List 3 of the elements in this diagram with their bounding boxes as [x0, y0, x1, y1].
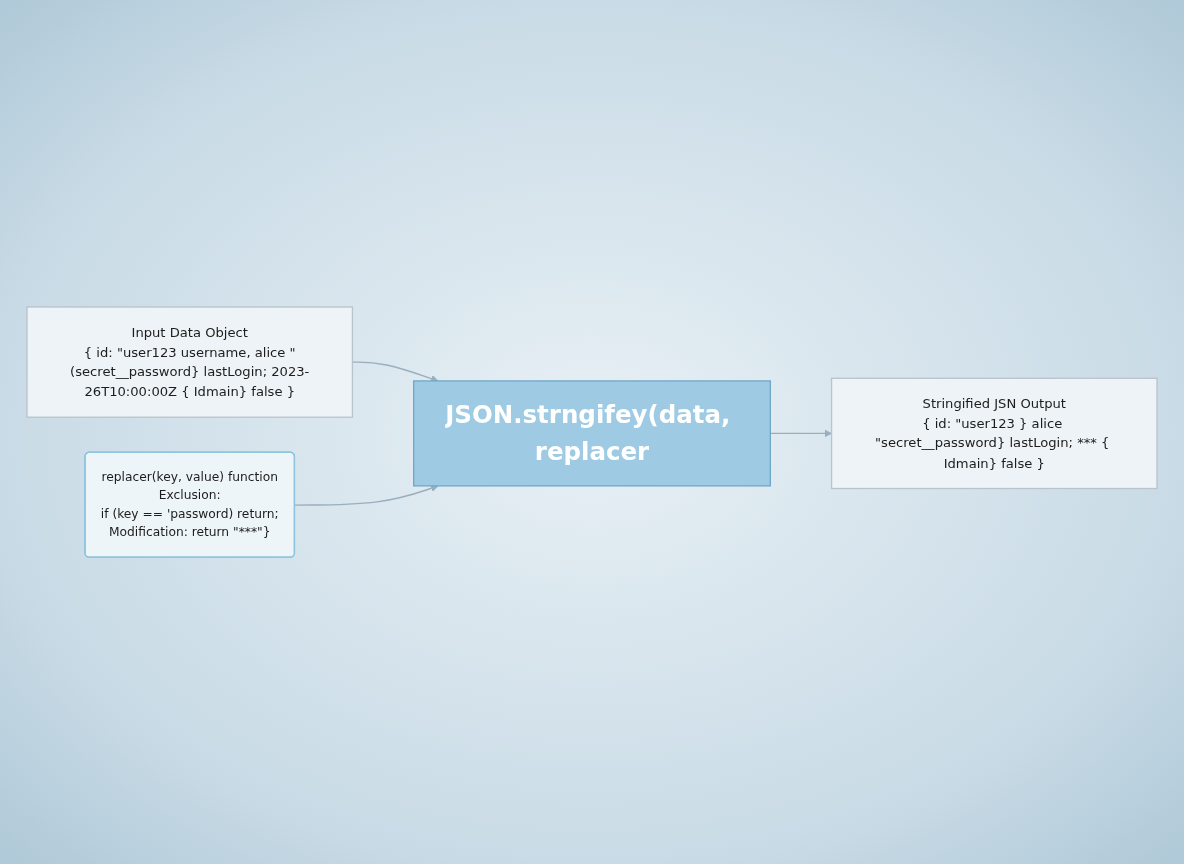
- node-box: Stringified JSN Output { id: "user123 } alice "secret__password} lastLogin; *** { Idmain} false }: [830, 377, 1158, 490]
- node-box: Input Data Object { id: "user123 username, alice "(secret__password} lastLogin; 2023-26T10:00:00Z { Idmain} false }: [26, 306, 354, 418]
- arrow: [294, 484, 439, 506]
